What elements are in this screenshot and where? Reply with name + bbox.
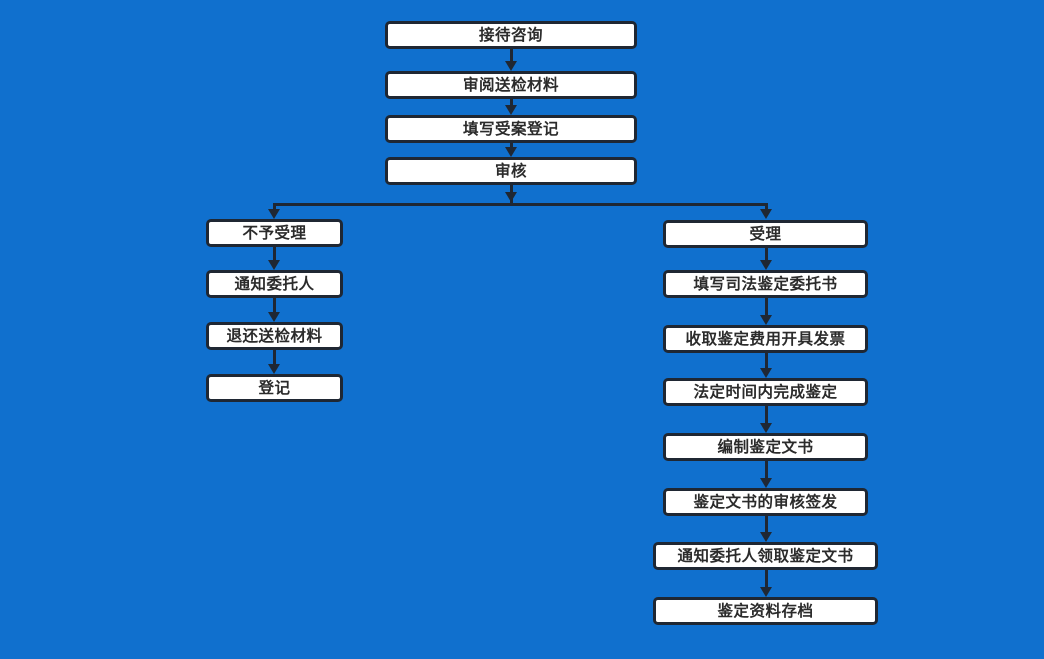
arrow-head-icon [505, 61, 517, 71]
arrow-head-icon [505, 147, 517, 157]
fork-leg-left [272, 203, 276, 210]
flow-arrow-a2 [503, 99, 519, 115]
flow-arrow-ra2 [758, 298, 774, 325]
arrow-shaft [764, 248, 768, 261]
arrow-head-icon [268, 312, 280, 322]
fork-horizontal-bar [272, 203, 768, 206]
flow-node-l3[interactable]: 退还送检材料 [206, 322, 343, 350]
flow-node-l2[interactable]: 通知委托人 [206, 270, 343, 298]
flow-node-label: 通知委托人领取鉴定文书 [677, 547, 854, 565]
arrow-head-icon [268, 260, 280, 270]
arrow-head-icon [268, 364, 280, 374]
flow-node-r4[interactable]: 法定时间内完成鉴定 [663, 378, 868, 406]
flow-arrow-la2 [266, 298, 282, 322]
flow-arrow-ra5 [758, 461, 774, 488]
fork-arrow-head-icon-left [268, 209, 280, 219]
arrow-shaft [272, 350, 276, 365]
flow-arrow-a3 [503, 143, 519, 157]
flow-arrow-ra4 [758, 406, 774, 433]
flow-node-r7[interactable]: 通知委托人领取鉴定文书 [653, 542, 878, 570]
flow-node-n3[interactable]: 填写受案登记 [385, 115, 637, 143]
flow-node-label: 退还送检材料 [226, 327, 323, 345]
flow-node-label: 法定时间内完成鉴定 [693, 383, 838, 401]
flow-arrow-a1 [503, 49, 519, 71]
flow-node-label: 通知委托人 [234, 275, 315, 293]
flow-node-r3[interactable]: 收取鉴定费用开具发票 [663, 325, 868, 353]
flow-arrow-ra3 [758, 353, 774, 378]
flow-arrow-ra7 [758, 570, 774, 597]
flow-node-label: 不予受理 [242, 224, 307, 242]
flow-node-n4[interactable]: 审核 [385, 157, 637, 185]
arrow-head-icon [760, 478, 772, 488]
arrow-shaft [764, 353, 768, 369]
arrow-shaft [764, 570, 768, 588]
arrow-shaft [764, 516, 768, 533]
arrow-shaft [509, 49, 513, 62]
flow-arrow-la3 [266, 350, 282, 374]
flow-node-r8[interactable]: 鉴定资料存档 [653, 597, 878, 625]
flow-node-l1[interactable]: 不予受理 [206, 219, 343, 247]
flow-node-label: 编制鉴定文书 [717, 438, 814, 456]
flow-node-label: 登记 [258, 379, 291, 397]
flow-node-label: 受理 [749, 225, 782, 243]
flow-node-label: 审阅送检材料 [462, 76, 559, 94]
arrow-head-icon [760, 315, 772, 325]
flow-node-label: 审核 [494, 162, 527, 180]
arrow-shaft [272, 298, 276, 313]
arrow-shaft [509, 143, 513, 148]
flow-node-r5[interactable]: 编制鉴定文书 [663, 433, 868, 461]
arrow-head-icon [760, 587, 772, 597]
flow-node-r6[interactable]: 鉴定文书的审核签发 [663, 488, 868, 516]
flow-node-label: 填写受案登记 [462, 120, 559, 138]
fork-leg-right [764, 203, 768, 210]
flow-node-label: 收取鉴定费用开具发票 [685, 330, 846, 348]
arrow-head-icon [760, 423, 772, 433]
flow-node-n2[interactable]: 审阅送检材料 [385, 71, 637, 99]
arrow-shaft [272, 247, 276, 261]
arrow-head-icon [760, 260, 772, 270]
flow-arrow-ra1 [758, 248, 774, 270]
flow-arrow-la1 [266, 247, 282, 270]
flow-arrow-ra6 [758, 516, 774, 542]
arrow-head-icon [760, 368, 772, 378]
flow-node-label: 填写司法鉴定委托书 [693, 275, 838, 293]
fork-arrow-head-icon-right [760, 209, 772, 219]
flow-node-label: 接待咨询 [478, 26, 543, 44]
arrow-shaft [764, 298, 768, 316]
fork-stem-arrow-head-icon [505, 192, 517, 202]
flow-node-r1[interactable]: 受理 [663, 220, 868, 248]
arrow-head-icon [505, 105, 517, 115]
flow-node-r2[interactable]: 填写司法鉴定委托书 [663, 270, 868, 298]
flow-node-n1[interactable]: 接待咨询 [385, 21, 637, 49]
flow-node-l4[interactable]: 登记 [206, 374, 343, 402]
arrow-shaft [764, 461, 768, 479]
flow-node-label: 鉴定资料存档 [717, 602, 814, 620]
arrow-shaft [509, 99, 513, 106]
arrow-head-icon [760, 532, 772, 542]
flow-node-label: 鉴定文书的审核签发 [693, 493, 838, 511]
arrow-shaft [764, 406, 768, 424]
